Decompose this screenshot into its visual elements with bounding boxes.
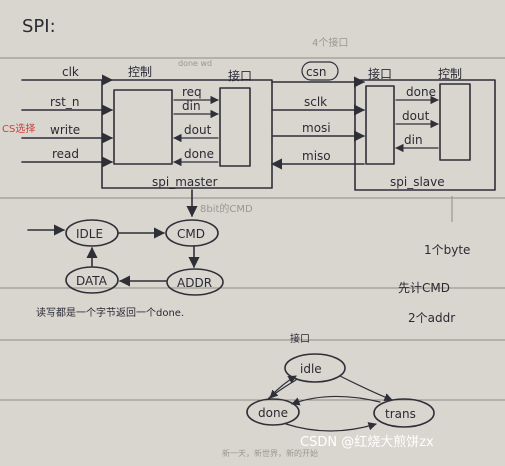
cs-select-note: CS选择 [2, 122, 35, 135]
bus-signal-label: csn [306, 65, 326, 79]
right-notes: 1个byte 先计CMD 2个addr [398, 196, 470, 325]
ruled-lines [0, 57, 505, 401]
right-note: 先计CMD [398, 281, 450, 295]
slave-caption: spi_slave [390, 175, 445, 189]
bus-signal-label: mosi [302, 121, 331, 135]
bus-note: 4个接口 [312, 36, 348, 49]
slave-interface-box [365, 85, 395, 165]
fsm-state-label: IDLE [76, 227, 103, 241]
master-internal-label: done [184, 147, 214, 161]
fsm2-state [246, 398, 300, 426]
bus-signal-label: miso [302, 149, 331, 163]
fsm2-state-label: trans [385, 407, 416, 421]
fsm2-state [373, 398, 435, 428]
right-note: 2个addr [408, 311, 455, 325]
spi-master-block: 控制 done wd 接口 spi_master clk rst_n write… [21, 59, 273, 189]
cmd-note: 8bit的CMD [200, 202, 253, 215]
fsm-state-label: ADDR [177, 276, 212, 290]
bus-signal-label: sclk [304, 95, 327, 109]
master-input-label: rst_n [50, 95, 80, 109]
slave-internal-label: din [404, 133, 423, 147]
master-input-label: write [50, 123, 80, 137]
master-internal-label: dout [184, 123, 212, 137]
fsm2-state-label: idle [300, 362, 322, 376]
master-internal-label: din [182, 99, 201, 113]
notebook-footer-text: 新一天，新世界，新的开始 [222, 448, 318, 458]
fsm2-transition [285, 422, 377, 432]
slave-control-box [439, 83, 471, 161]
fsm-state-label: DATA [76, 274, 108, 288]
slave-left-header: 接口 [368, 66, 392, 81]
master-interface-box [219, 87, 251, 167]
fsm-state [65, 266, 119, 294]
master-top-note: done wd [178, 59, 212, 68]
fsm2-transition [339, 375, 393, 402]
fsm2-transition [267, 375, 297, 400]
spi-fsm: IDLE CMD ADDR DATA 读写都是一个字节返回一个done. [27, 219, 224, 319]
master-right-header: 接口 [228, 68, 252, 83]
master-control-box [113, 89, 173, 165]
spi-slave-block: 接口 控制 spi_slave done dout din [354, 66, 496, 191]
slave-internal-label: dout [402, 109, 430, 123]
fsm-state [165, 219, 219, 247]
page-title: SPI: [22, 16, 56, 37]
right-note: 1个byte [424, 243, 470, 257]
slave-outer-box [354, 79, 496, 191]
slave-internal-label: done [406, 85, 436, 99]
fsm-state [166, 268, 224, 296]
fsm-state-label: CMD [177, 227, 205, 241]
spi-bus: 4个接口 csn sclk mosi miso [270, 36, 366, 170]
master-input-label: read [52, 147, 79, 161]
fsm2-state-label: done [258, 406, 288, 420]
fsm-note: 读写都是一个字节返回一个done. [36, 306, 184, 319]
fsm2-transition [269, 379, 297, 399]
fsm2-transition [291, 395, 381, 406]
master-input-label: clk [62, 65, 79, 79]
slave-fsm: 接口 idle done trans [246, 332, 435, 432]
fsm2-header: 接口 [290, 332, 310, 345]
master-left-header: 控制 [128, 65, 152, 79]
csn-oval [301, 61, 339, 81]
master-internal-label: req [182, 85, 202, 99]
slave-right-header: 控制 [438, 67, 462, 81]
master-caption: spi_master [152, 175, 218, 189]
fsm2-state [284, 353, 346, 383]
watermark: CSDN @红烧大煎饼zx [300, 434, 434, 450]
